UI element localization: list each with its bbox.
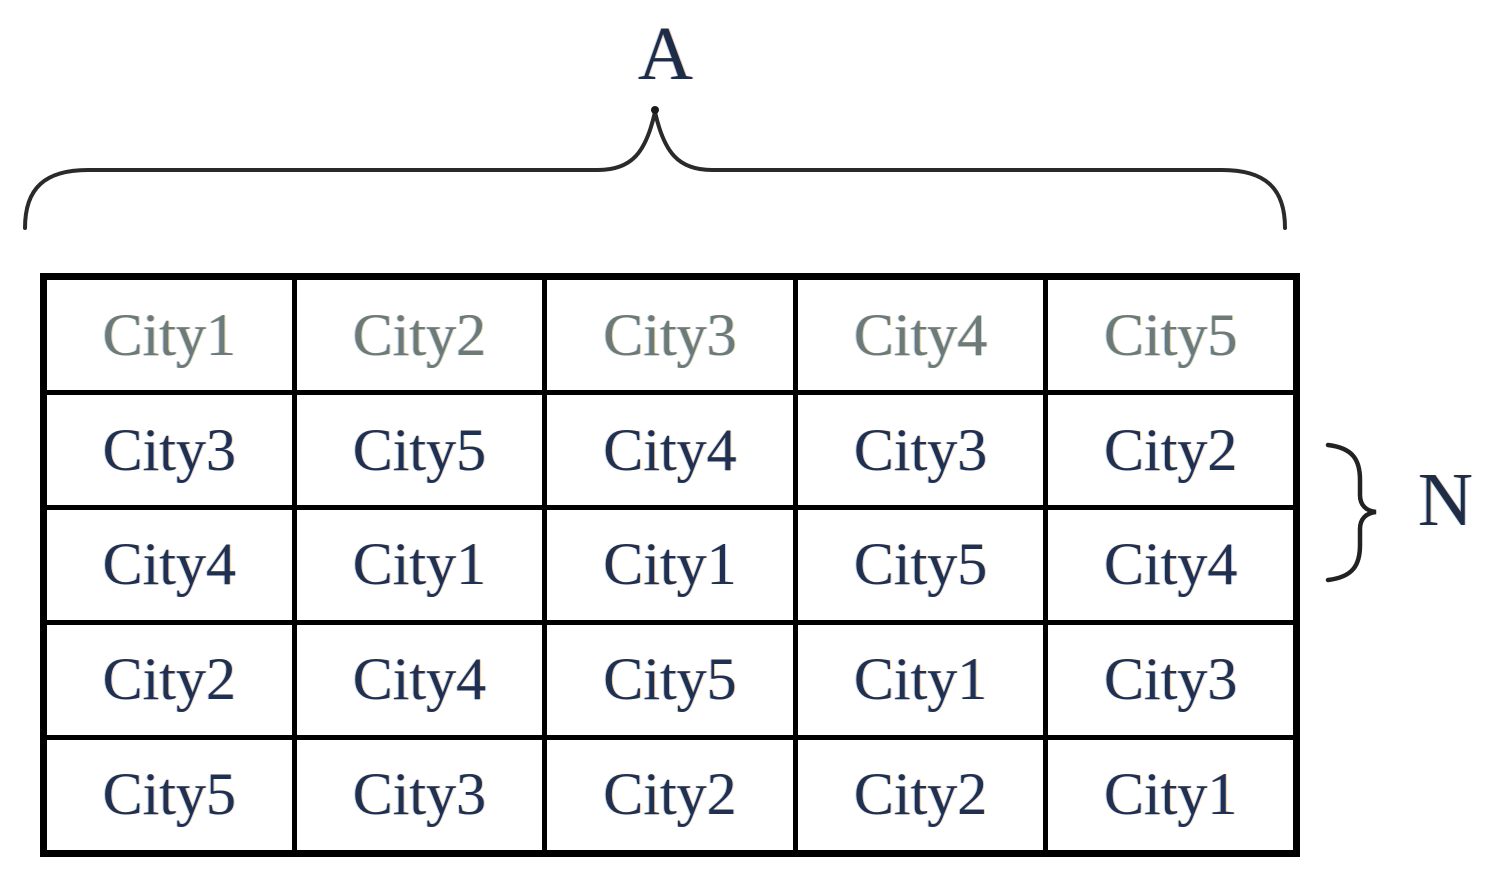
table-cell: City3 bbox=[1043, 619, 1299, 740]
table-cell: City5 bbox=[792, 505, 1049, 625]
table-cell: City2 bbox=[41, 619, 297, 740]
table-cell: City5 bbox=[542, 619, 798, 740]
label-n: N bbox=[1418, 458, 1473, 542]
table-cell: City1 bbox=[41, 273, 297, 396]
table-cell: City3 bbox=[41, 390, 297, 511]
table-cell: City4 bbox=[1043, 505, 1299, 625]
table-row: City1 City2 City3 City4 City5 bbox=[41, 273, 1299, 396]
city-tour-table: City1 City2 City3 City4 City5 City3 City… bbox=[40, 273, 1300, 857]
table-row: City4 City1 City1 City5 City4 bbox=[41, 505, 1299, 625]
table-cell: City3 bbox=[291, 734, 548, 857]
table-cell: City4 bbox=[291, 619, 548, 740]
table-cell: City5 bbox=[291, 390, 548, 511]
table-cell: City5 bbox=[1043, 273, 1299, 396]
table-cell: City1 bbox=[542, 505, 798, 625]
table-cell: City4 bbox=[41, 505, 297, 625]
right-vertical-brace-icon bbox=[1325, 442, 1377, 583]
table-row: City3 City5 City4 City3 City2 bbox=[41, 390, 1299, 511]
table-cell: City2 bbox=[542, 734, 798, 857]
table-cell: City5 bbox=[41, 734, 297, 857]
table-cell: City2 bbox=[792, 734, 1049, 857]
table-cell: City1 bbox=[291, 505, 548, 625]
table-cell: City1 bbox=[792, 619, 1049, 740]
label-a: A bbox=[638, 12, 693, 96]
top-horizontal-brace-icon bbox=[23, 106, 1287, 230]
table-cell: City4 bbox=[792, 273, 1049, 396]
table-row: City2 City4 City5 City1 City3 bbox=[41, 619, 1299, 740]
table-cell: City2 bbox=[1043, 390, 1299, 511]
table-cell: City4 bbox=[542, 390, 798, 511]
table-cell: City1 bbox=[1043, 734, 1299, 857]
table-cell: City3 bbox=[542, 273, 798, 396]
table-cell: City2 bbox=[291, 273, 548, 396]
table-row: City5 City3 City2 City2 City1 bbox=[41, 734, 1299, 857]
table-cell: City3 bbox=[792, 390, 1049, 511]
